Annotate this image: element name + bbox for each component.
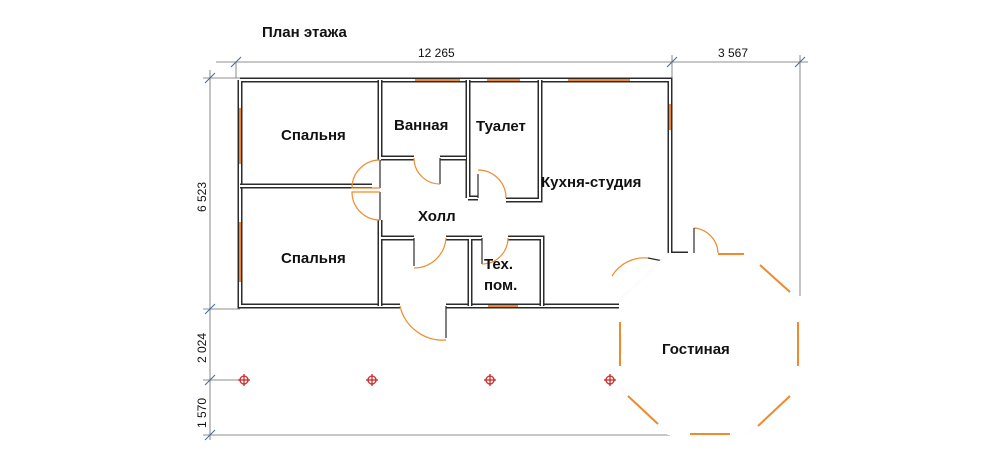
dim-top-left: 12 265 <box>418 46 455 60</box>
dim-left-middle: 2 024 <box>195 333 209 363</box>
terrace-posts <box>238 374 616 386</box>
room-label-tech-line2: пом. <box>484 277 517 294</box>
post-3 <box>484 374 496 386</box>
post-4 <box>604 374 616 386</box>
exterior-walls <box>237 77 688 309</box>
room-label-bathroom: Ванная <box>394 117 448 134</box>
windows <box>239 79 671 307</box>
plan-title: План этажа <box>262 24 347 41</box>
post-1 <box>238 374 250 386</box>
dimension-lines <box>203 55 808 441</box>
interior-walls <box>240 80 545 306</box>
room-label-tech-line1: Тех. <box>484 256 513 273</box>
room-label-bedroom-top: Спальня <box>281 127 346 144</box>
dim-top-right: 3 567 <box>718 46 748 60</box>
doors <box>351 157 719 341</box>
post-2 <box>366 374 378 386</box>
dim-left-main: 6 523 <box>195 182 209 212</box>
room-label-bedroom-bottom: Спальня <box>281 250 346 267</box>
room-label-hall: Холл <box>418 208 456 225</box>
living-room-octagon <box>619 253 799 435</box>
room-label-toilet: Туалет <box>476 118 526 135</box>
room-label-kitchen: Кухня-студия <box>541 174 641 191</box>
room-label-living: Гостиная <box>662 341 730 358</box>
dim-left-bottom: 1 570 <box>195 398 209 428</box>
